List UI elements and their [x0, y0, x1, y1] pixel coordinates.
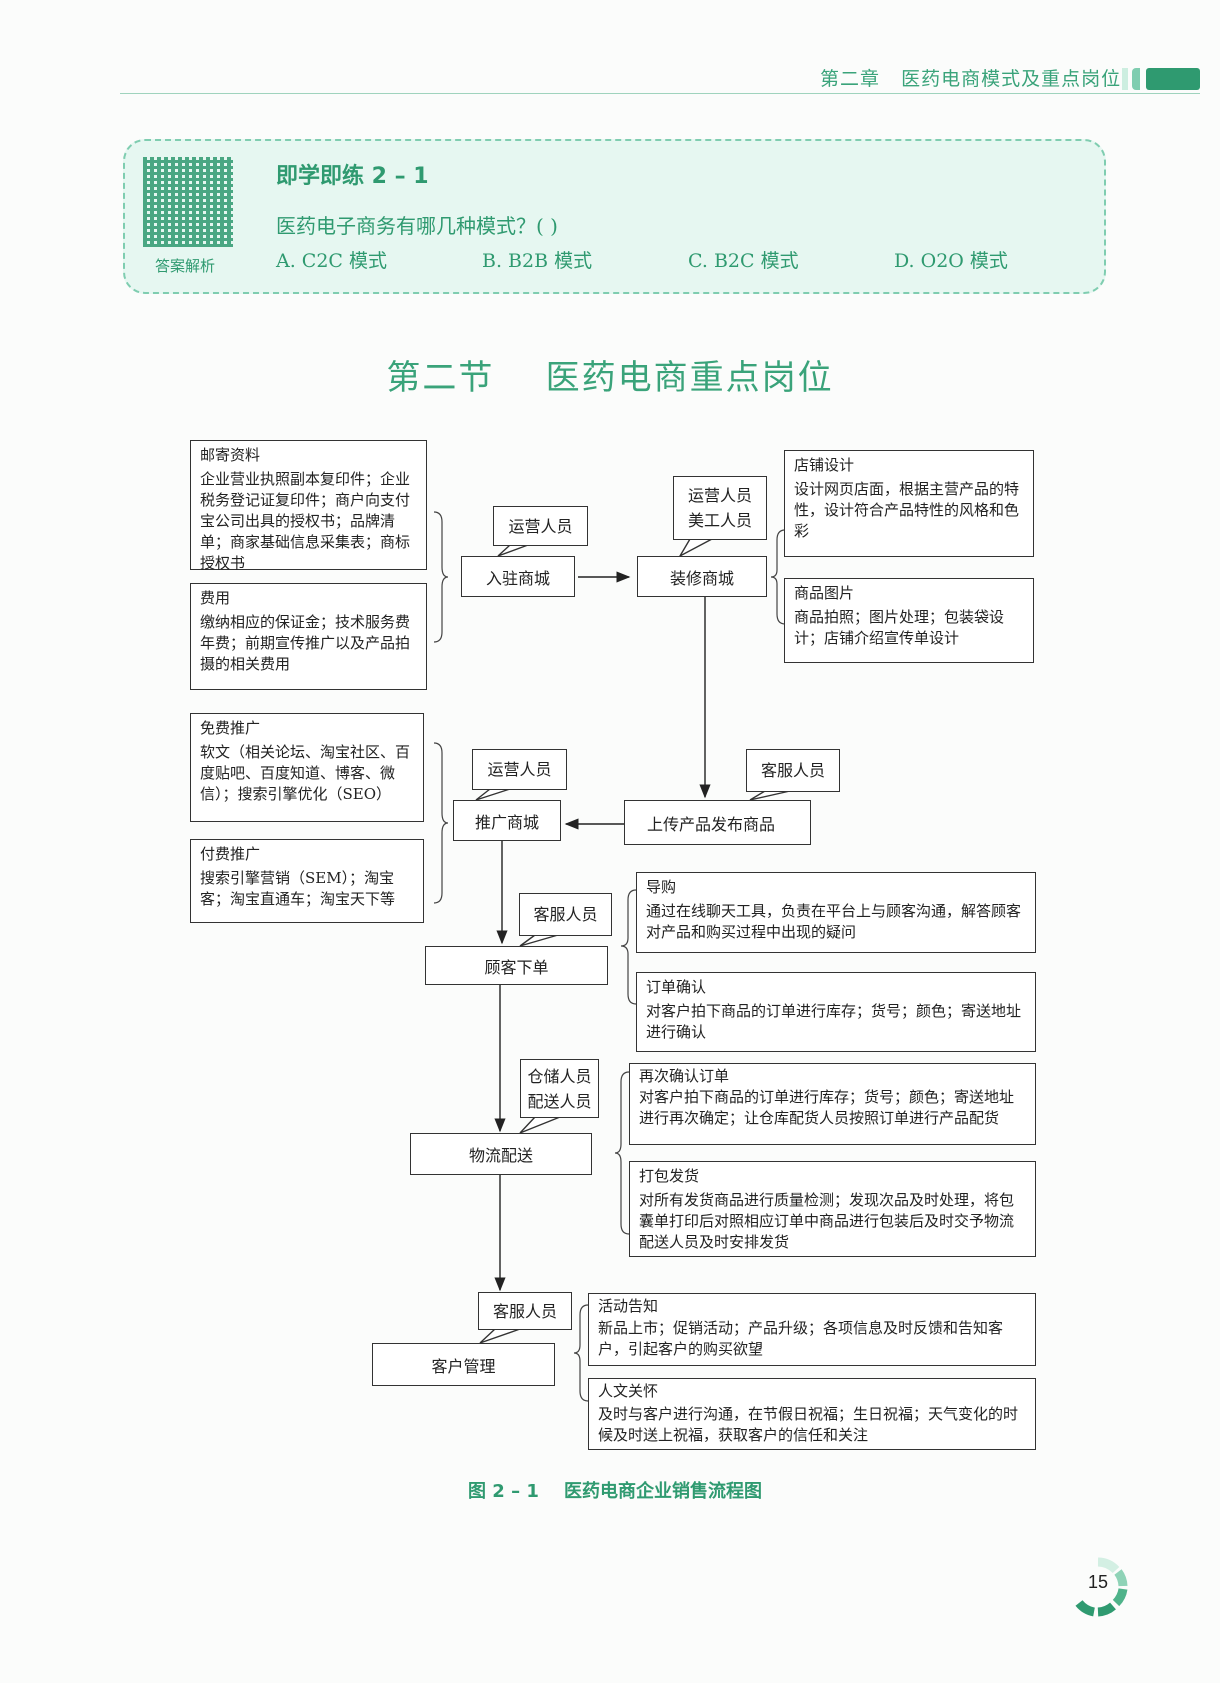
role-label: 运营人员 — [687, 486, 752, 505]
role-bubble-warehouse-delivery: 仓储人员配送人员 — [520, 1059, 599, 1118]
free-promo-box: 免费推广软文（相关论坛、淘宝社区、百度贴吧、百度知道、博客、微信）；搜索引擎优化… — [190, 713, 424, 822]
header-tab-decoration — [1146, 68, 1200, 90]
quiz-option-b: B. B2B 模式 — [482, 250, 593, 272]
box-body: 缴纳相应的保证金；技术服务费年费；前期宣传推广以及产品拍摄的相关费用 — [200, 613, 411, 673]
node-promote-mall: 推广商城 — [453, 800, 561, 841]
brace-icons — [433, 511, 786, 1402]
figure-caption: 图 2 – 1 医药电商企业销售流程图 — [468, 1481, 762, 1502]
box-body: 搜索引擎营销（SEM）；淘宝客；淘宝直通车；淘宝天下等 — [200, 869, 396, 908]
care-box: 人文关怀及时与客户进行沟通，在节假日祝福；生日祝福；天气变化的时候及时送上祝福，… — [588, 1378, 1036, 1450]
box-title: 再次确认订单 — [639, 1067, 730, 1085]
box-body: 对所有发货商品进行质量检测；发现次品及时处理，将包囊单打印后对照相应订单中商品进… — [639, 1191, 1015, 1251]
fee-box: 费用缴纳相应的保证金；技术服务费年费；前期宣传推广以及产品拍摄的相关费用 — [190, 583, 427, 690]
event-notice-box: 活动告知新品上市；促销活动；产品升级；各项信息及时反馈和告知客户，引起客户的购买… — [588, 1293, 1036, 1366]
box-title: 费用 — [200, 589, 231, 607]
box-title: 人文关怀 — [598, 1382, 659, 1400]
reconfirm-order-box: 再次确认订单对客户拍下商品的订单进行库存；货号；颜色；寄送地址进行再次确定；让仓… — [629, 1063, 1036, 1145]
answer-analysis-label: 答案解析 — [155, 257, 216, 275]
role-label: 美工人员 — [687, 511, 752, 530]
paid-promo-box: 付费推广搜索引擎营销（SEM）；淘宝客；淘宝直通车；淘宝天下等 — [190, 839, 424, 923]
shop-design-box: 店铺设计设计网页店面，根据主营产品的特性，设计符合产品特性的风格和色彩 — [784, 450, 1034, 557]
box-body: 设计网页店面，根据主营产品的特性，设计符合产品特性的风格和色彩 — [794, 480, 1020, 540]
box-body: 通过在线聊天工具，负责在平台上与顾客沟通，解答顾客对产品和购买过程中出现的疑问 — [646, 902, 1022, 941]
role-label: 运营人员 — [487, 760, 552, 779]
quiz-title: 即学即练 2 – 1 — [276, 164, 429, 189]
quiz-question: 医药电子商务有哪几种模式？( ) — [276, 214, 558, 238]
box-title: 商品图片 — [794, 584, 855, 602]
box-body: 及时与客户进行沟通，在节假日祝福；生日祝福；天气变化的时候及时送上祝福，获取客户… — [598, 1405, 1019, 1444]
role-label: 客服人员 — [760, 761, 825, 780]
node-label: 上传产品发布商品 — [647, 814, 776, 834]
pack-ship-box: 打包发货对所有发货商品进行质量检测；发现次品及时处理，将包囊单打印后对照相应订单… — [629, 1161, 1036, 1257]
role-bubble-operations: 运营人员 — [493, 506, 588, 546]
box-title: 打包发货 — [639, 1167, 700, 1185]
box-body: 软文（相关论坛、淘宝社区、百度贴吧、百度知道、博客、微信）；搜索引擎优化（SEO… — [200, 743, 411, 803]
node-label: 入驻商城 — [485, 568, 550, 588]
header-tab-decoration — [1122, 68, 1128, 90]
box-title: 活动告知 — [598, 1297, 659, 1315]
node-customer-management: 客户管理 — [372, 1343, 555, 1386]
role-label: 运营人员 — [508, 516, 573, 536]
role-bubble-operations-design: 运营人员美工人员 — [673, 476, 767, 540]
role-bubble-customer-service: 客服人员 — [746, 749, 840, 792]
node-enter-mall: 入驻商城 — [461, 556, 575, 597]
node-decorate-mall: 装修商城 — [637, 556, 767, 597]
qr-code-icon[interactable] — [143, 157, 233, 247]
header-rule — [120, 93, 1200, 94]
node-label: 客户管理 — [431, 1356, 496, 1376]
box-title: 邮寄资料 — [200, 446, 261, 464]
box-body: 新品上市；促销活动；产品升级；各项信息及时反馈和告知客户，引起客户的购买欲望 — [598, 1319, 1004, 1358]
node-logistics: 物流配送 — [410, 1133, 592, 1175]
quiz-option-d: D. O2O 模式 — [894, 250, 1008, 272]
node-label: 推广商城 — [474, 812, 539, 832]
quiz-panel — [123, 139, 1106, 294]
chapter-title: 医药电商模式及重点岗位 — [901, 68, 1122, 90]
shopping-guide-box: 导购通过在线聊天工具，负责在平台上与顾客沟通，解答顾客对产品和购买过程中出现的疑… — [636, 872, 1036, 953]
page-number: 15 — [1087, 1572, 1109, 1592]
box-title: 免费推广 — [200, 719, 261, 737]
node-customer-order: 顾客下单 — [425, 946, 608, 985]
speech-bubble-tails — [475, 538, 791, 1344]
box-body: 对客户拍下商品的订单进行库存；货号；颜色；寄送地址进行确认 — [646, 1002, 1022, 1041]
role-label: 仓储人员 — [527, 1066, 592, 1086]
box-body: 企业营业执照副本复印件；企业税务登记证复印件；商户向支付宝公司出具的授权书；品牌… — [200, 470, 411, 572]
node-label: 顾客下单 — [484, 957, 549, 977]
quiz-option-a: A. C2C 模式 — [276, 250, 388, 272]
role-label: 客服人员 — [533, 905, 598, 924]
node-label: 装修商城 — [669, 568, 734, 588]
mail-docs-box: 邮寄资料企业营业执照副本复印件；企业税务登记证复印件；商户向支付宝公司出具的授权… — [190, 440, 427, 572]
box-body: 对客户拍下商品的订单进行库存；货号；颜色；寄送地址进行再次确定；让仓库配货人员按… — [639, 1088, 1015, 1127]
box-title: 店铺设计 — [794, 456, 855, 474]
product-pics-box: 商品图片商品拍照；图片处理；包装袋设计；店铺介绍宣传单设计 — [784, 578, 1034, 663]
box-title: 付费推广 — [200, 845, 261, 863]
box-body: 商品拍照；图片处理；包装袋设计；店铺介绍宣传单设计 — [794, 608, 1005, 647]
chapter-label: 第二章 — [820, 68, 881, 90]
role-label: 配送人员 — [527, 1091, 592, 1111]
role-bubble-customer-service: 客服人员 — [478, 1292, 572, 1330]
role-bubble-customer-service: 客服人员 — [519, 893, 612, 936]
role-bubble-operations: 运营人员 — [472, 749, 567, 790]
role-label: 客服人员 — [492, 1301, 557, 1321]
node-label: 物流配送 — [468, 1146, 533, 1165]
order-confirm-box: 订单确认对客户拍下商品的订单进行库存；货号；颜色；寄送地址进行确认 — [636, 972, 1036, 1052]
node-upload-products: 上传产品发布商品 — [624, 800, 811, 845]
quiz-option-c: C. B2C 模式 — [688, 250, 799, 272]
running-header: 第二章 医药电商模式及重点岗位 — [820, 64, 1121, 91]
box-title: 导购 — [646, 878, 677, 896]
section-title: 第二节 医药电商重点岗位 — [386, 358, 834, 398]
header-tab-decoration — [1132, 68, 1140, 90]
box-title: 订单确认 — [646, 978, 707, 996]
